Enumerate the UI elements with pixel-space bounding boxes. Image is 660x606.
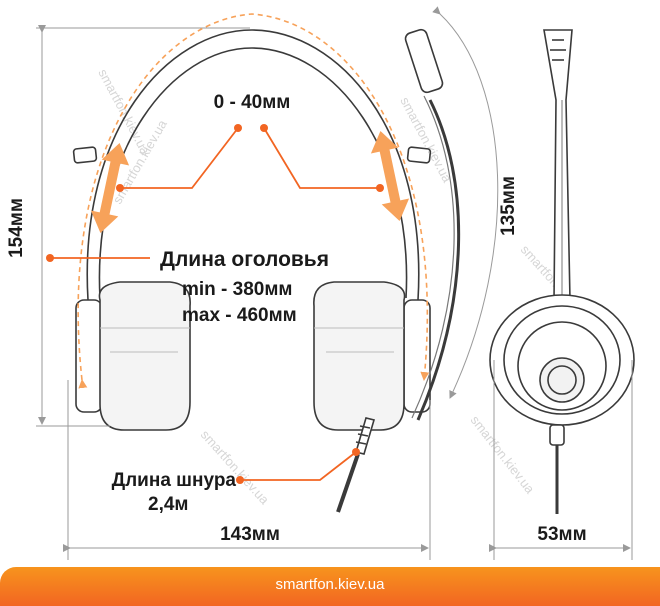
footer-bar: smartfon.kiev.ua (0, 567, 660, 606)
cord-title-label: Длина шнура (112, 470, 237, 491)
cord-length-label: 2,4м (148, 494, 188, 515)
watermark-4: smartfon.kiev.ua (198, 427, 273, 508)
headband-outer (86, 29, 420, 301)
dimension-lines (36, 6, 633, 560)
mic-height-label: 135мм (498, 176, 519, 236)
callout-adjust-left (120, 127, 239, 189)
headband-extended-dashed (77, 13, 430, 389)
callout-cord (240, 451, 357, 481)
callout-adjust-right (263, 127, 380, 189)
headband-min-label: min - 380мм (182, 279, 292, 300)
width-label: 143мм (220, 524, 280, 545)
headset-front-view (72, 28, 461, 513)
height-label: 154мм (6, 198, 27, 258)
slider-left (72, 146, 98, 164)
depth-label: 53мм (537, 524, 586, 545)
adjust-arrow-right (370, 131, 410, 221)
cord (336, 453, 360, 513)
slider-right (406, 146, 432, 164)
headband-max-label: max - 460мм (182, 305, 297, 326)
annotations (46, 13, 430, 484)
earcup-right-pad (313, 281, 406, 431)
side-earcup-center (539, 357, 585, 403)
side-headband (543, 29, 573, 301)
earcup-left-pad (98, 281, 191, 431)
adjust-arrow-left (90, 143, 130, 233)
earcup-left-yoke (75, 299, 103, 413)
headset-side-view (489, 29, 635, 514)
mic-capsule (404, 28, 444, 94)
headband-title-label: Длина оголовья (160, 248, 329, 271)
watermark-5: smartfon.kiev.ua (468, 413, 538, 497)
adjust-range-label: 0 - 40мм (214, 92, 291, 113)
footer-site-link[interactable]: smartfon.kiev.ua (275, 576, 385, 593)
